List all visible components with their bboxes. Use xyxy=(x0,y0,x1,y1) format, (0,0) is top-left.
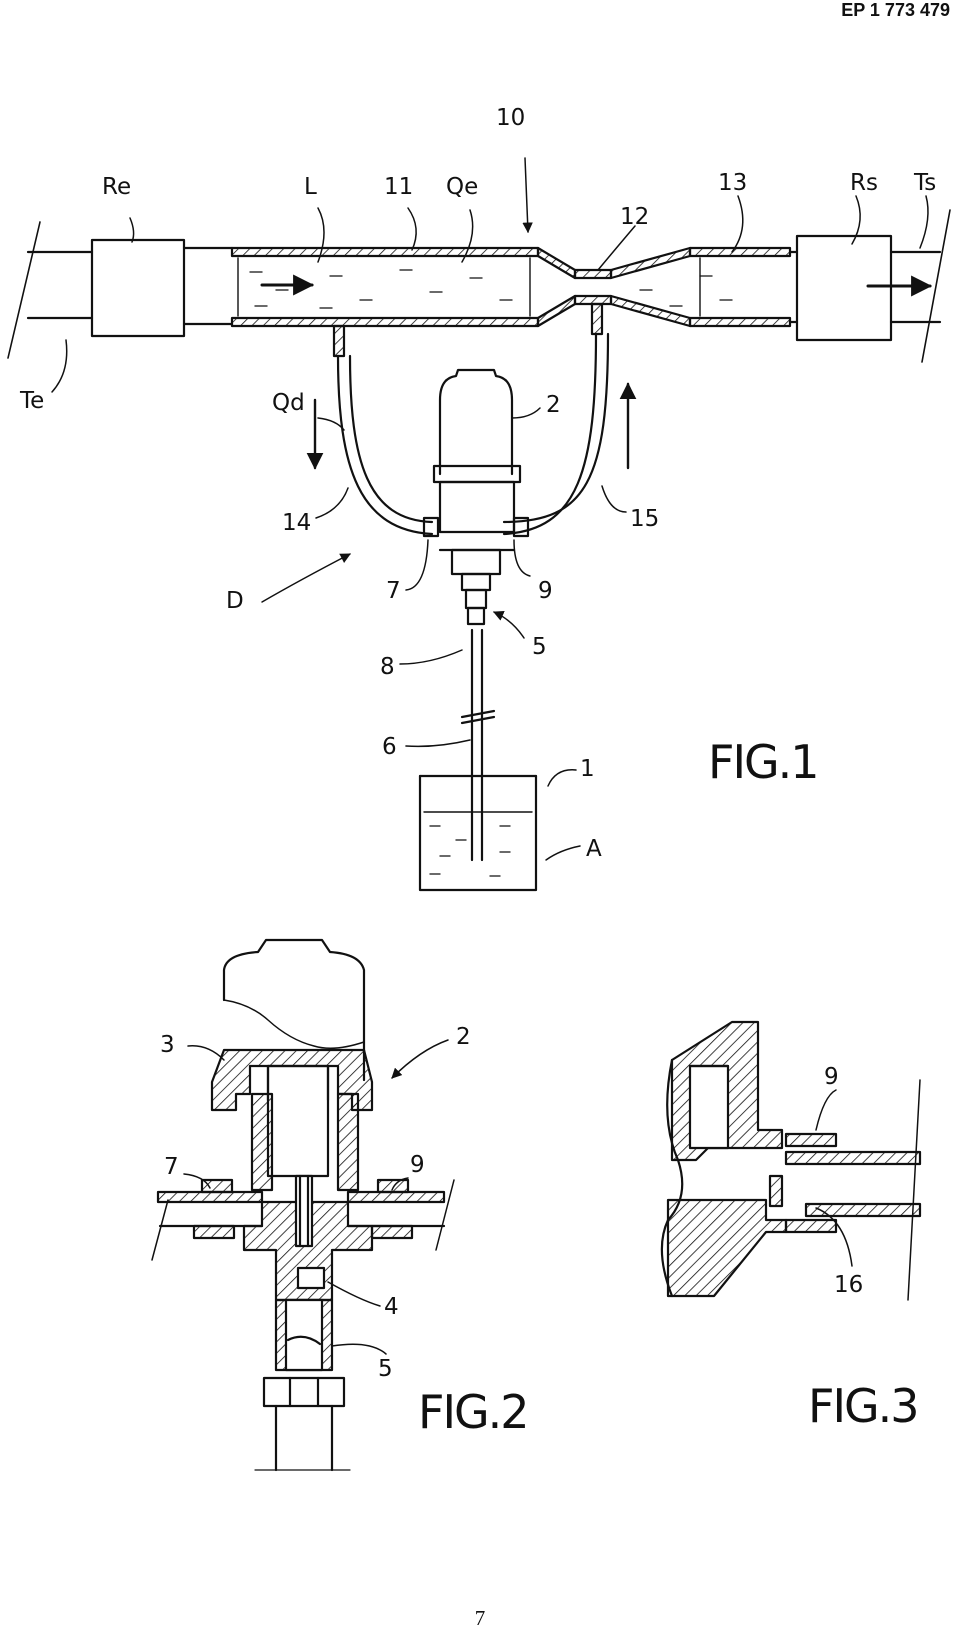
ref-Ts: Ts xyxy=(913,170,936,196)
pipe-15 xyxy=(504,334,608,534)
fig2-caption: FIG.2 xyxy=(418,1385,528,1439)
fig3-ref-16: 16 xyxy=(834,1272,863,1298)
fig1-drawing xyxy=(8,158,950,890)
ref-Te: Te xyxy=(19,388,44,414)
fig2-ref-3: 3 xyxy=(160,1032,175,1058)
ref-Qe: Qe xyxy=(446,174,478,200)
outlet-pipe xyxy=(868,210,950,362)
ref-10: 10 xyxy=(496,105,525,131)
fig2-ref-4: 4 xyxy=(384,1294,399,1320)
outlet-regulator-box xyxy=(797,236,891,340)
page-number: 7 xyxy=(474,1606,486,1630)
fig1-labels: 10 Re L 11 Qe 12 13 Rs Ts Te Qd 2 14 15 … xyxy=(19,105,936,862)
fig2-drawing xyxy=(152,940,454,1470)
ref-Qd: Qd xyxy=(272,390,305,416)
doser-pump xyxy=(424,370,528,574)
ref-13: 13 xyxy=(718,170,747,196)
ref-5: 5 xyxy=(532,634,547,660)
fig2-labels: 3 2 7 9 4 5 FIG.2 xyxy=(160,1024,530,1439)
fig2-ref-5: 5 xyxy=(378,1356,393,1382)
ref-1: 1 xyxy=(580,756,595,782)
ref-7: 7 xyxy=(386,578,401,604)
inlet-regulator-box xyxy=(92,240,184,336)
ref-L: L xyxy=(304,174,317,200)
ref-14: 14 xyxy=(282,510,311,536)
ref-Re: Re xyxy=(102,174,131,200)
ref-2: 2 xyxy=(546,392,561,418)
fig1-caption: FIG.1 xyxy=(708,735,818,789)
fig2-ref-9: 9 xyxy=(410,1152,425,1178)
ref-Rs: Rs xyxy=(850,170,878,196)
connector-5 xyxy=(462,574,494,860)
ref-11: 11 xyxy=(384,174,413,200)
ref-12: 12 xyxy=(620,204,649,230)
fig2-ref-7: 7 xyxy=(164,1154,179,1180)
venturi-tube xyxy=(232,248,790,326)
inlet-pipe xyxy=(8,222,92,358)
ref-D: D xyxy=(226,588,244,614)
additive-tank xyxy=(420,776,536,890)
fig3-ref-9: 9 xyxy=(824,1064,839,1090)
ref-9: 9 xyxy=(538,578,553,604)
ref-6: 6 xyxy=(382,734,397,760)
fig3-drawing xyxy=(662,1022,920,1300)
pipe-14 xyxy=(338,356,432,534)
fig3-labels: 9 16 FIG.3 xyxy=(808,1064,920,1433)
ref-15: 15 xyxy=(630,506,659,532)
fig2-ref-2: 2 xyxy=(456,1024,471,1050)
ref-A: A xyxy=(586,836,602,862)
fig3-caption: FIG.3 xyxy=(808,1379,918,1433)
publication-number: EP 1 773 479 xyxy=(841,0,950,20)
ref-8: 8 xyxy=(380,654,395,680)
